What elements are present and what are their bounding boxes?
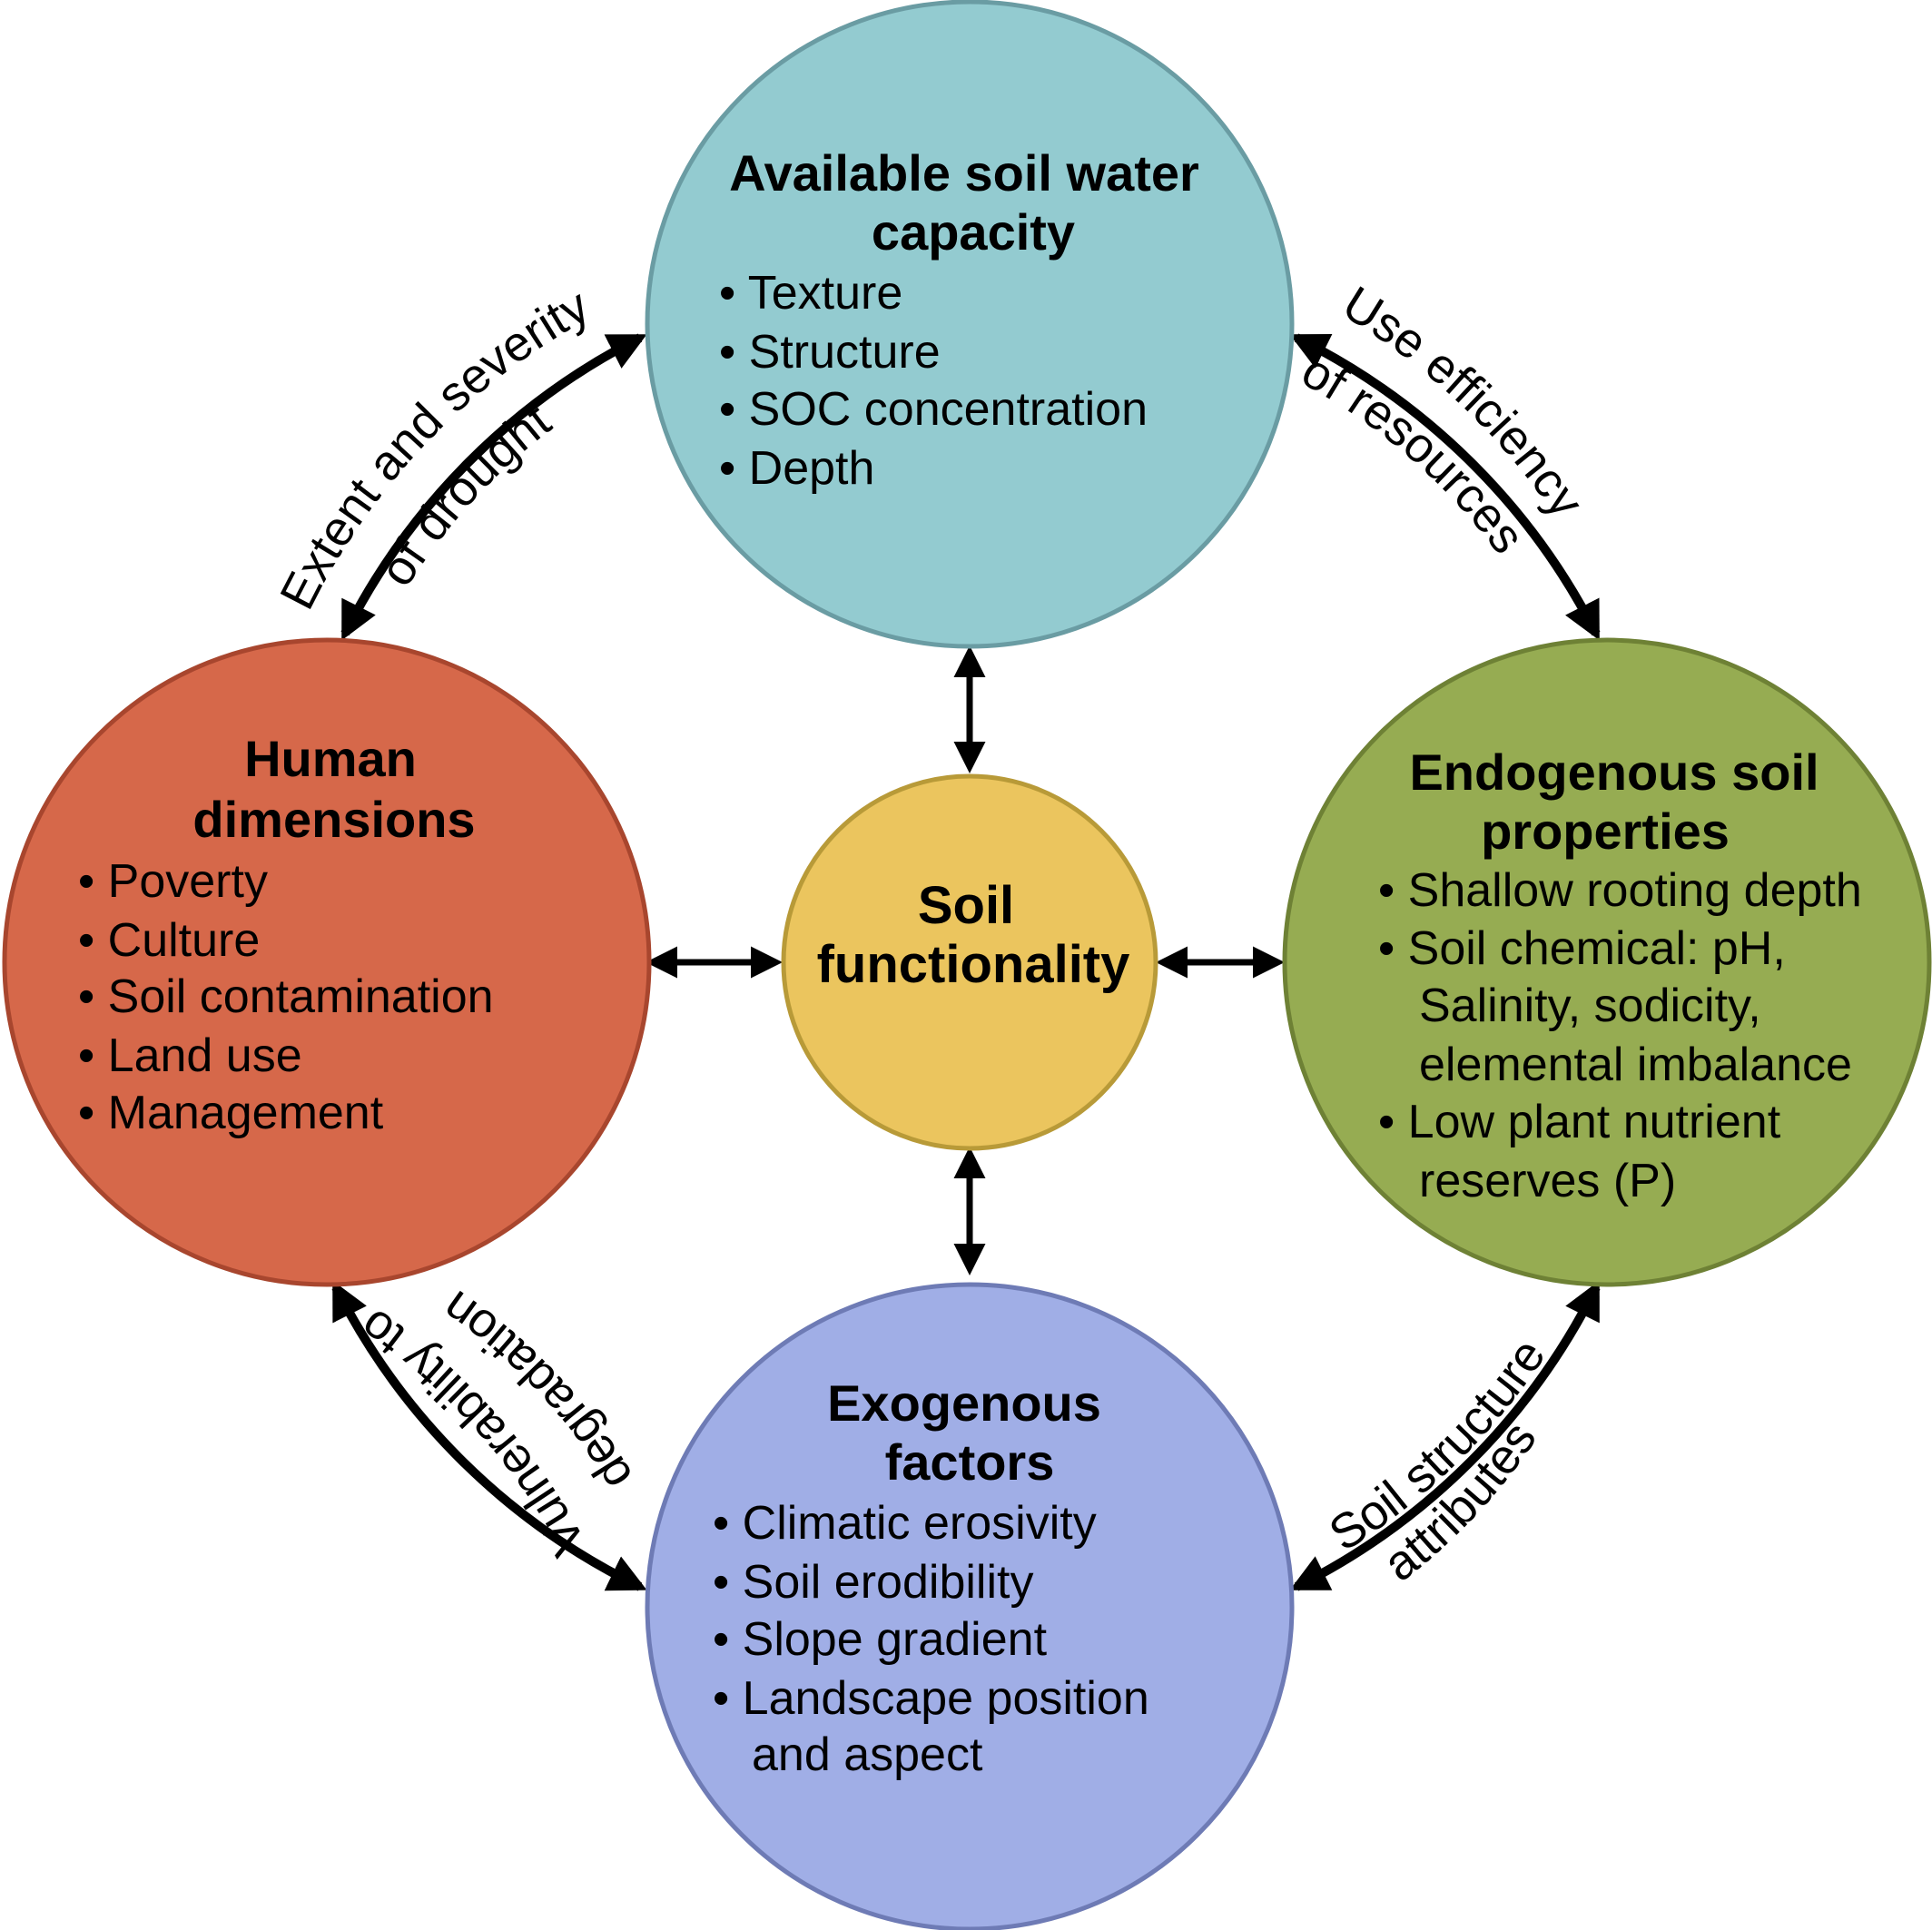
endogenous-title: Endogenous soil properties [1409, 743, 1819, 860]
svg-text:dimensions: dimensions [192, 791, 475, 848]
svg-text:Human: Human [244, 730, 417, 787]
node-available-soil-water [645, 0, 1295, 649]
svg-text:• Low plant nutrient: • Low plant nutrient [1378, 1096, 1781, 1148]
arrow-top-left [340, 333, 647, 641]
human-title: Human dimensions [192, 730, 475, 848]
svg-text:• SOC concentration: • SOC concentration [719, 383, 1148, 436]
svg-text:Salinity, sodicity,: Salinity, sodicity, [1419, 980, 1761, 1032]
svg-text:and aspect: and aspect [752, 1728, 983, 1781]
exogenous-items: • Climatic erosivity • Soil erodibility … [713, 1497, 1149, 1781]
svg-text:capacity: capacity [872, 203, 1075, 261]
arrow-bottom-right [1289, 1280, 1601, 1591]
svg-text:• Slope gradient: • Slope gradient [713, 1613, 1048, 1666]
svg-text:• Soil erodibility: • Soil erodibility [713, 1556, 1033, 1609]
svg-text:Soil: Soil [918, 876, 1014, 935]
water-title: Available soil water capacity [729, 144, 1199, 261]
svg-text:• Land use: • Land use [78, 1029, 302, 1082]
svg-text:Exogenous: Exogenous [827, 1374, 1101, 1432]
svg-text:• Management: • Management [78, 1087, 384, 1139]
svg-text:• Landscape position: • Landscape position [713, 1672, 1149, 1725]
svg-text:• Soil contamination: • Soil contamination [78, 970, 494, 1023]
water-items: • Texture • Structure • SOC concentratio… [719, 267, 1148, 495]
svg-text:• Culture: • Culture [78, 914, 260, 967]
arrow-bottom-left [331, 1280, 647, 1591]
endogenous-items: • Shallow rooting depth • Soil chemical:… [1378, 864, 1862, 1207]
svg-text:reserves (P): reserves (P) [1419, 1155, 1676, 1207]
svg-text:• Structure: • Structure [719, 326, 941, 379]
svg-text:Endogenous soil: Endogenous soil [1409, 743, 1819, 801]
svg-text:• Depth: • Depth [719, 442, 874, 495]
svg-text:elemental imbalance: elemental imbalance [1419, 1039, 1852, 1091]
node-endogenous-soil [1282, 637, 1932, 1287]
svg-text:• Poverty: • Poverty [78, 855, 268, 908]
svg-text:functionality: functionality [817, 935, 1130, 994]
svg-text:properties: properties [1481, 803, 1730, 860]
svg-text:• Climatic erosivity: • Climatic erosivity [713, 1497, 1097, 1550]
node-human-dimensions [2, 637, 652, 1287]
arrow-top-right [1289, 333, 1601, 641]
node-soil-functionality [781, 773, 1158, 1151]
center-title: Soil functionality [817, 876, 1130, 994]
exogenous-title: Exogenous factors [827, 1374, 1101, 1491]
svg-text:factors: factors [885, 1433, 1055, 1491]
svg-text:• Texture: • Texture [719, 267, 902, 320]
svg-text:• Shallow rooting depth: • Shallow rooting depth [1378, 864, 1862, 917]
node-exogenous-factors [645, 1282, 1295, 1930]
svg-text:Available soil water: Available soil water [729, 144, 1199, 202]
svg-text:• Soil chemical: pH,: • Soil chemical: pH, [1378, 922, 1786, 975]
human-items: • Poverty • Culture • Soil contamination… [78, 855, 494, 1139]
